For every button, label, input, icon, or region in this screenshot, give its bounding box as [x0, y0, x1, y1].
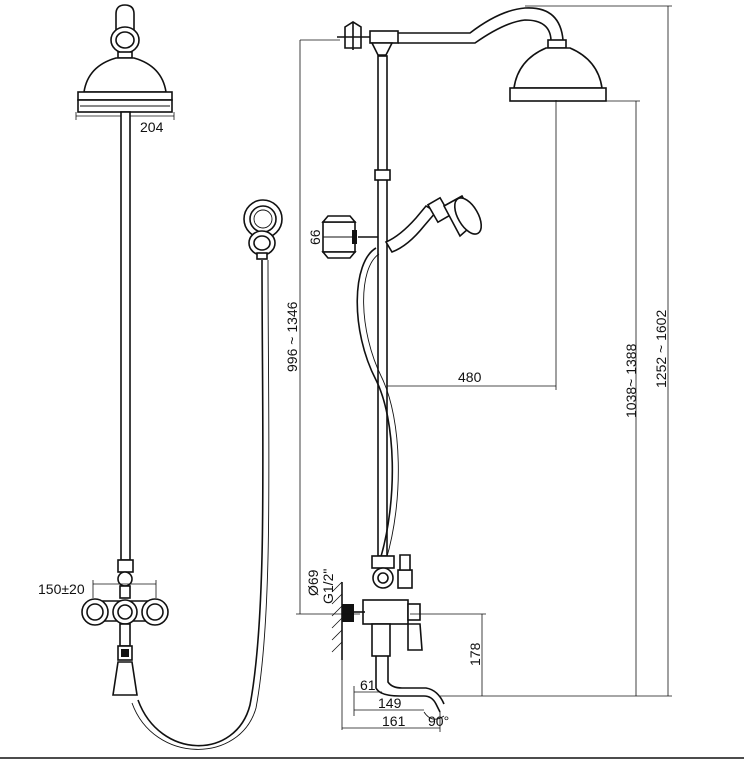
- front-riser-pipe: [120, 111, 131, 561]
- front-head-mount: [110, 4, 140, 59]
- side-mixer: [362, 554, 445, 713]
- label-wall-offset: 61: [360, 677, 376, 693]
- wall-hatch: [331, 581, 365, 660]
- label-head-diameter: 204: [140, 119, 164, 135]
- side-holder: [321, 215, 378, 259]
- label-height-range-c: 1252 ~ 1602: [653, 310, 669, 388]
- label-conn-dia: Ø69: [305, 569, 321, 596]
- label-height-range-a: 996 ~ 1346: [284, 301, 300, 372]
- label-handle-spacing: 150±20: [38, 581, 85, 597]
- side-view: 66: [284, 5, 672, 732]
- front-hand-shower: [243, 199, 283, 260]
- label-arm-reach: 480: [458, 369, 482, 385]
- side-hose: [356, 247, 394, 561]
- front-view: 204 150±20: [38, 4, 283, 750]
- side-hand-shower: [384, 194, 483, 253]
- label-spout-len-b: 161: [382, 713, 406, 729]
- label-height-range-b: 1038~ 1388: [623, 343, 639, 418]
- side-top-bracket: [337, 21, 399, 56]
- label-holder-height: 66: [307, 229, 323, 245]
- label-conn-thread: G1/2": [320, 569, 336, 604]
- label-spout-angle: 90°: [428, 713, 449, 729]
- label-spout-height: 178: [467, 642, 483, 666]
- front-diverter: [117, 559, 134, 599]
- front-hose: [137, 259, 264, 747]
- front-mixer: [81, 598, 169, 696]
- side-shower-head: [509, 47, 607, 102]
- side-riser: [374, 55, 391, 557]
- side-arm: [398, 7, 567, 49]
- label-spout-len-a: 149: [378, 695, 402, 711]
- front-shower-head: [77, 57, 173, 113]
